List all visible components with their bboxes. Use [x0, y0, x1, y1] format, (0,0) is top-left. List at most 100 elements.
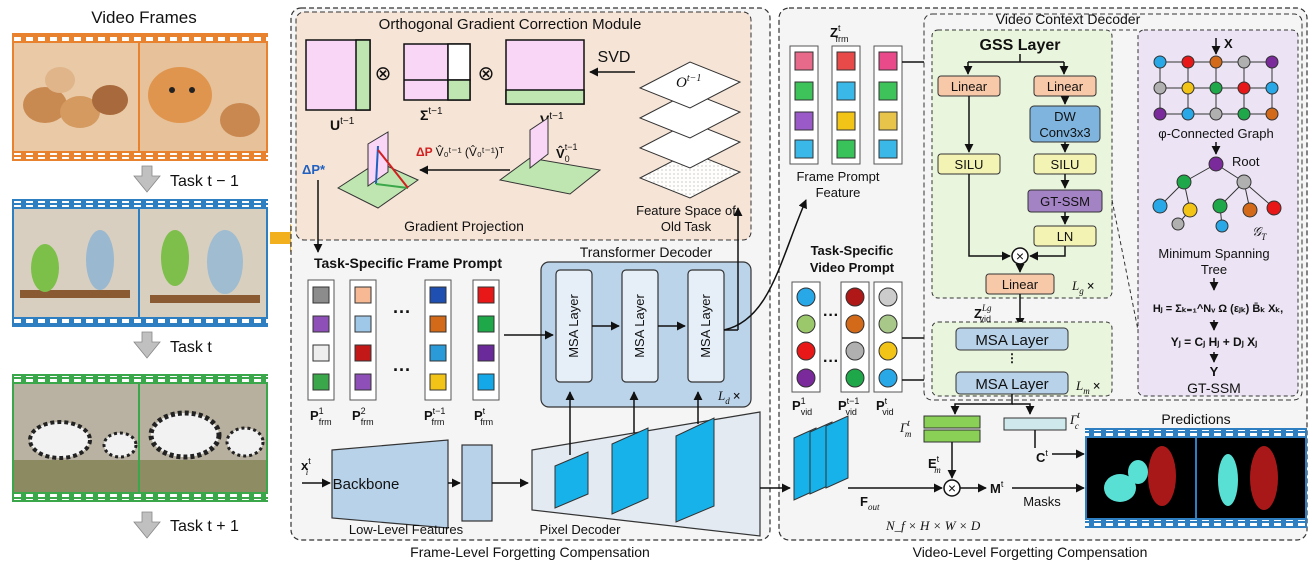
film-strip-task-next [12, 374, 268, 502]
pixel-decoder-label: Pixel Decoder [540, 522, 622, 537]
pixel-decoder: Pixel Decoder [531, 391, 761, 537]
task-arrow-2 [133, 331, 161, 359]
video-prompt-label-2: Video Prompt [810, 260, 895, 275]
pred-mask-bird-4 [1250, 446, 1278, 510]
frame-prompt-feature-label-2: Feature [816, 185, 861, 200]
frame-prompt-dots-1: ··· [393, 302, 411, 322]
svg-text:⋮: ⋮ [1006, 351, 1018, 365]
u-matrix: Ut−1 [305, 39, 371, 133]
frame-level-panel: Frame-Level Forgetting Compensation Orth… [290, 7, 771, 560]
svg-text:MSA Layer: MSA Layer [975, 332, 1048, 349]
parrots-image [14, 209, 266, 317]
g-t-label: 𝒢T [1252, 224, 1267, 242]
svg-text:Linear: Linear [1047, 79, 1084, 94]
masks-label: Masks [1023, 494, 1061, 509]
delta-p-star: ΔP* [302, 162, 326, 177]
transformer-decoder-title: Transformer Decoder [580, 244, 713, 260]
svg-text:Linear: Linear [1002, 277, 1039, 292]
svg-text:Conv3x3: Conv3x3 [1039, 125, 1090, 140]
o-symbol: Ot−1 [676, 73, 701, 91]
frame-level-section-label: Frame-Level Forgetting Compensation [410, 544, 650, 560]
ogcm-module: Orthogonal Gradient Correction Module Ut… [295, 11, 752, 241]
gt-ssm-equation-2: Yⱼ = Cⱼ Hⱼ + Dⱼ Xⱼ [1171, 335, 1258, 349]
svg-text:×: × [948, 480, 956, 496]
ogcm-title: Orthogonal Gradient Correction Module [379, 16, 642, 33]
svg-text:LN: LN [1057, 229, 1074, 244]
transformer-to-frame-feature-arrow [723, 199, 807, 331]
sigma-matrix: Σt−1 [403, 43, 471, 123]
msa-layer-2: MSA Layer [621, 269, 659, 383]
video-msa-layer-1 [955, 327, 1069, 351]
svg-text:MSA Layer: MSA Layer [698, 294, 713, 358]
dims-label: N_f × H × W × D [885, 518, 981, 533]
svg-text:MSA Layer: MSA Layer [632, 294, 647, 358]
feature-space-label-line2: Old Task [661, 219, 712, 234]
ld-label: Ld× [717, 388, 741, 406]
video-frames-title: Video Frames [91, 8, 197, 27]
zebras-image [14, 384, 266, 492]
gt-ssm-panel: X [1111, 29, 1299, 397]
gradient-projection-label: Gradient Projection [404, 218, 524, 234]
mst-label-1: Minimum Spanning [1158, 246, 1269, 261]
graph-x-label: X [1224, 36, 1233, 51]
predictions: Predictions [1085, 411, 1307, 528]
gss-layer-title: GSS Layer [980, 37, 1061, 54]
gt-ssm-equation-1: Hⱼ = Σₖ₌₁^Nᵥ Ω (εⱼₖ) B̄ₖ Xₖ, [1153, 303, 1283, 315]
svg-text:Ut−1: Ut−1 [330, 116, 355, 133]
task-prev-label: Task t − 1 [170, 173, 239, 190]
multiply-icon-1: ⊗ [375, 63, 392, 85]
minimum-spanning-tree [1152, 156, 1282, 233]
low-level-feature-block [461, 444, 493, 522]
frame-prompt-dots-2: ··· [393, 360, 411, 380]
lm-label: Lm× [1075, 378, 1101, 396]
svg-text:Fout: Fout [860, 494, 880, 512]
msa-layer-1: MSA Layer [555, 269, 593, 383]
phi-connected-graph [1153, 55, 1279, 121]
video-context-decoder: Video Context Decoder GSS Layer Linear L… [923, 11, 1303, 401]
svg-text:V̂0t−1: V̂0t−1 [556, 142, 577, 164]
gss-layer: GSS Layer Linear Linear SILU DW Conv3x3 … [931, 29, 1113, 299]
video-frames-column: Video Frames Task t − 1 [12, 8, 308, 539]
f-out-block: Fout N_f × H × W × D [793, 415, 981, 533]
lg-label: Lg× [1071, 278, 1095, 296]
root-label: Root [1232, 154, 1260, 169]
pred-mask-bird-3 [1218, 454, 1238, 506]
v-matrix: Vt−1 [505, 39, 585, 128]
task-specific-frame-prompt-label: Task-Specific Frame Prompt [314, 255, 502, 271]
svg-text:SILU: SILU [955, 157, 984, 172]
svg-text:MSA Layer: MSA Layer [975, 376, 1048, 393]
svd-label: SVD [598, 49, 631, 66]
svg-text:···: ··· [823, 353, 839, 370]
svg-text:Γtc: Γtc [1069, 410, 1080, 431]
video-context-decoder-title: Video Context Decoder [996, 11, 1141, 27]
feature-space-label-line1: Feature Space of [636, 203, 736, 218]
task-arrow-3 [133, 511, 161, 539]
task-arrow-1 [133, 165, 161, 193]
video-level-section-label: Video-Level Forgetting Compensation [913, 544, 1148, 560]
msa-layer-3: MSA Layer [687, 269, 725, 383]
svg-text:···: ··· [823, 307, 839, 324]
svg-text:SILU: SILU [1051, 157, 1080, 172]
svg-text:MSA Layer: MSA Layer [566, 294, 581, 358]
phi-graph-label: φ-Connected Graph [1158, 126, 1273, 141]
svg-text:Linear: Linear [951, 79, 988, 94]
backbone-block [331, 439, 449, 529]
v0-plane: V̂0t−1 [498, 117, 602, 195]
backbone-label: Backbone [333, 476, 400, 493]
